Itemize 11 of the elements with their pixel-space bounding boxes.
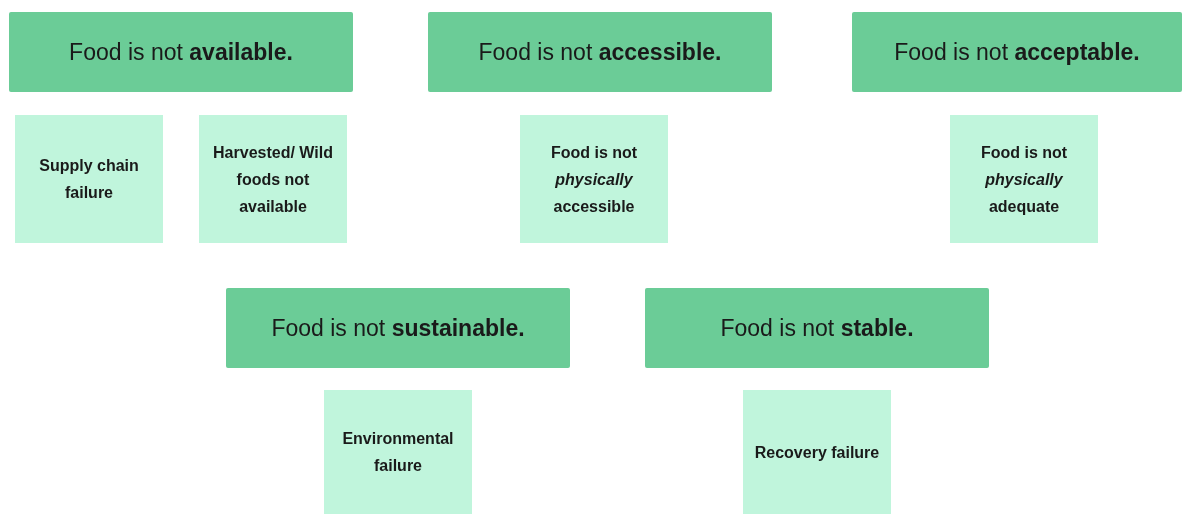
cause-note-box: Food is not physically accessible — [520, 115, 668, 243]
cause-note-box: Environmental failure — [324, 390, 472, 514]
category-header-box: Food is not sustainable. — [226, 288, 570, 368]
category-header-box: Food is not acceptable. — [852, 12, 1182, 92]
cause-note-box: Recovery failure — [743, 390, 891, 514]
category-header-box: Food is not stable. — [645, 288, 989, 368]
cause-note-box: Harvested/ Wild foods not available — [199, 115, 347, 243]
cause-note-box: Food is not physically adequate — [950, 115, 1098, 243]
category-header-box: Food is not accessible. — [428, 12, 772, 92]
category-header-box: Food is not available. — [9, 12, 353, 92]
cause-note-box: Supply chain failure — [15, 115, 163, 243]
